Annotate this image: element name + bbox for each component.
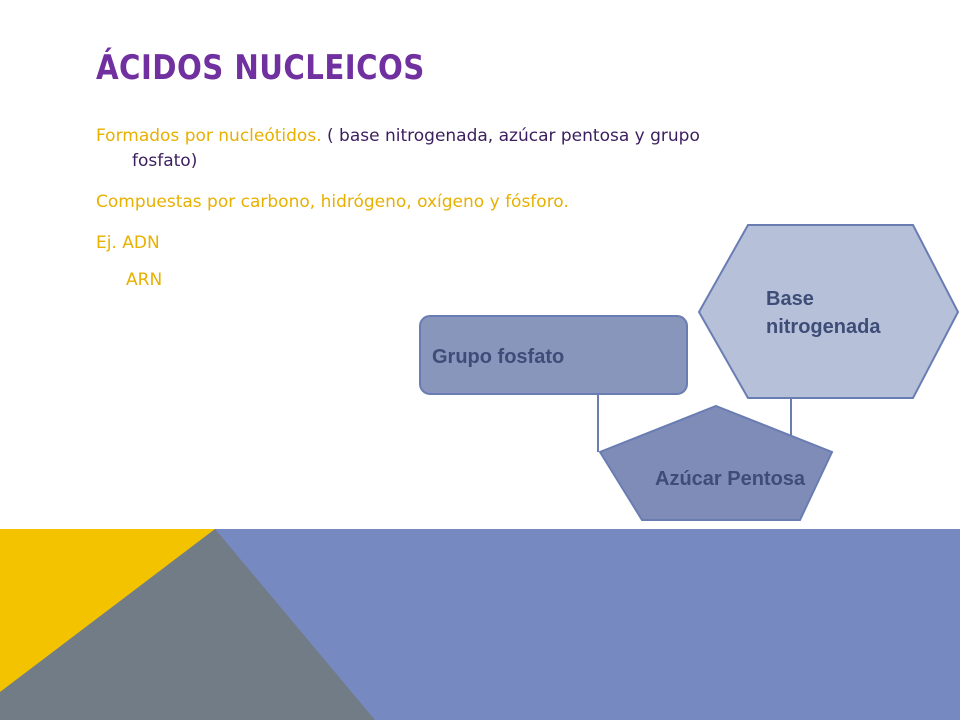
phosphate-group-shape: Grupo fosfato <box>419 315 688 395</box>
phosphate-group-label: Grupo fosfato <box>432 346 564 368</box>
slide-title: ÁCIDOS NUCLEICOS <box>96 48 425 88</box>
bullet-nucleotides-detail: ( base nitrogenada, azúcar pentosa y gru… <box>321 126 700 146</box>
bullet-list: Formados por nucleótidos. ( base nitroge… <box>96 124 856 309</box>
bullet-example-arn: ARN <box>126 270 163 290</box>
pentose-sugar-label: Azúcar Pentosa <box>655 468 806 490</box>
pentose-sugar-shape: Azúcar Pentosa <box>598 404 834 521</box>
bullet-nucleotides-lead: Formados por nucleótidos. <box>96 126 322 146</box>
nitrogenous-base-shape: Base nitrogenada <box>697 224 960 399</box>
bullet-nucleotides-detail-cont: fosfato) <box>132 151 198 171</box>
bullet-example-adn: Ej. ADN <box>96 233 160 253</box>
bullet-composition: Compuestas por carbono, hidrógeno, oxíge… <box>96 192 569 212</box>
bullet-nucleotides: Formados por nucleótidos. ( base nitroge… <box>96 124 856 174</box>
footer-yellow-triangle <box>0 529 215 692</box>
nitrogenous-base-label-2: nitrogenada <box>766 316 881 338</box>
nitrogenous-base-label-1: Base <box>766 288 814 310</box>
